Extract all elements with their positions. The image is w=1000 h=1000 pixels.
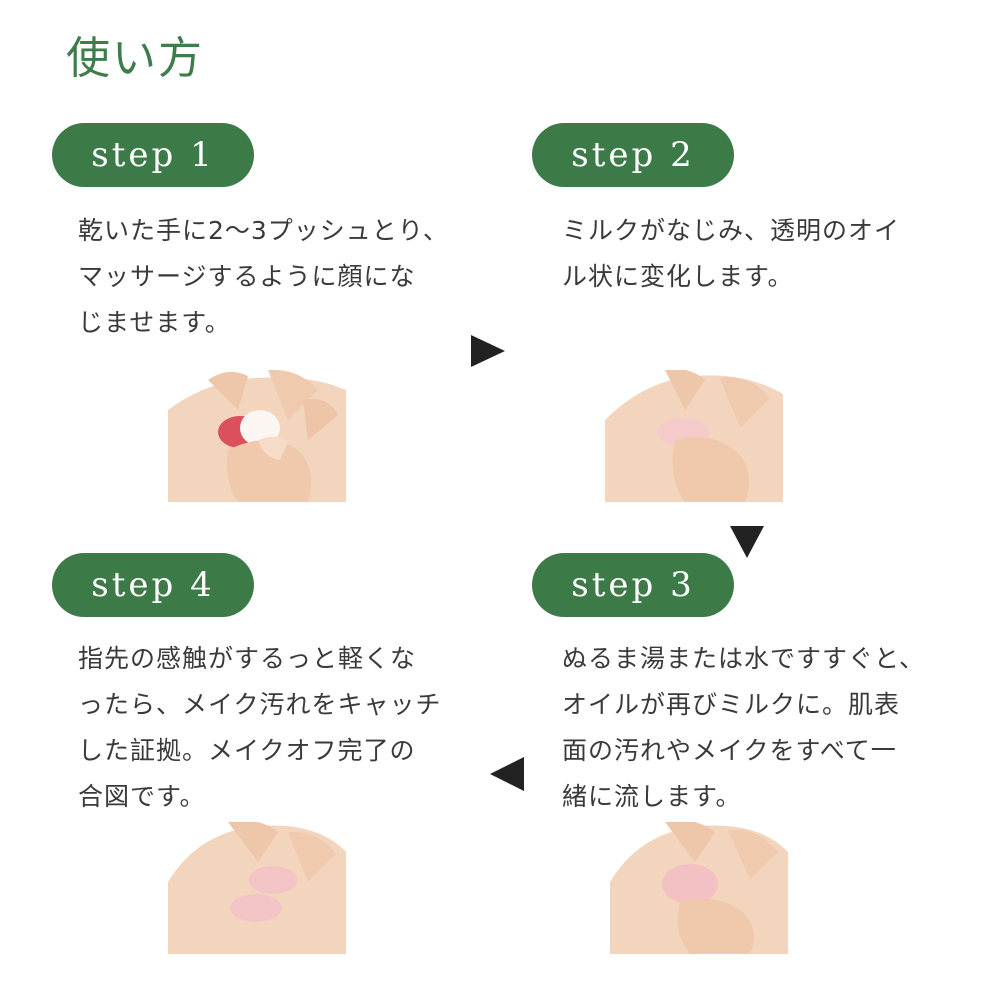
step-2-description: ミルクがなじみ、透明のオイ ル状に変化します。 — [562, 216, 901, 291]
step-3-description: ぬるま湯または水ですすぐと、 オイルが再びミルクに。肌表 面の汚れやメイクをすべ… — [562, 644, 926, 811]
step-1-photo — [168, 370, 346, 502]
arrow-down-icon — [730, 526, 764, 558]
step-1-description: 乾いた手に2〜3プッシュとり、 マッサージするように顔にな じませます。 — [78, 216, 449, 337]
step-4-description: 指先の感触がするっと軽くな ったら、メイク汚れをキャッチ した証拠。メイクオフ完… — [78, 644, 442, 811]
step-3-badge: step 3 — [532, 553, 734, 617]
step-2-badge: step 2 — [532, 123, 734, 187]
step-4-photo — [168, 822, 346, 954]
arrow-right-icon — [471, 335, 505, 367]
step-2-photo — [605, 370, 783, 502]
arrow-left-icon — [490, 757, 524, 791]
page-title: 使い方 — [66, 33, 204, 84]
step-3-photo — [610, 822, 788, 954]
step-4-badge: step 4 — [52, 553, 254, 617]
step-1-badge: step 1 — [52, 123, 254, 187]
